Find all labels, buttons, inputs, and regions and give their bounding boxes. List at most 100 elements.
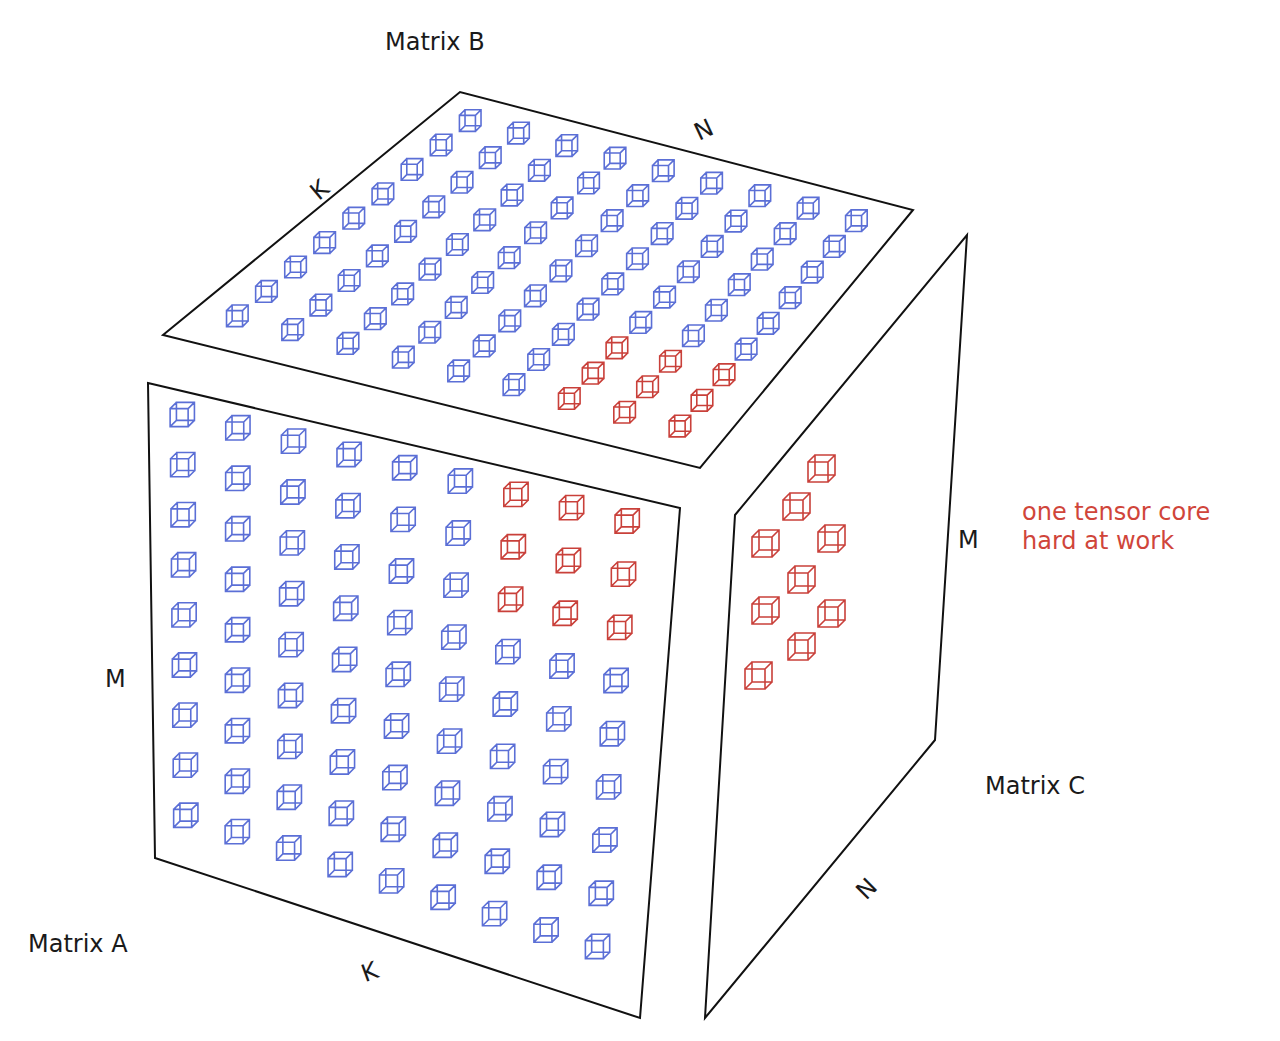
tile-cube [367,245,389,267]
tile-cube [445,297,467,319]
tile-cube [654,286,676,308]
axis-label: M [105,665,126,694]
tile-cube [488,797,512,821]
tile-cube [651,223,673,245]
tile-cube [589,881,613,905]
tile-cube [225,668,249,692]
tile-cube [280,582,304,606]
tile-cube [582,362,604,384]
tile-cube [498,587,522,611]
axis-label: M [958,526,979,555]
tile-cube [172,603,196,627]
tile-cube [627,185,649,207]
tile-cube [501,535,525,559]
tile-cube [225,769,249,793]
tile-cube [745,662,772,689]
tile-cube [540,812,564,836]
tile-cube [256,281,278,303]
tile-cube [310,294,332,316]
tile-cube [226,517,250,541]
tile-cube [338,270,360,292]
tile-cube [496,639,520,663]
tile-cube [485,849,509,873]
tile-cube [171,553,195,577]
tile-cube [556,548,580,572]
tile-cube [335,545,359,569]
tile-cube [389,559,413,583]
tile-cube [171,452,195,476]
tile-cube [172,653,196,677]
tile-cube [550,260,572,282]
tile-cube [285,256,307,278]
tile-cube [528,349,550,371]
tile-cube [384,714,408,738]
tile-cube [701,172,723,194]
tile-cube [779,287,801,309]
tile-cube [614,401,636,423]
tile-cube [314,232,336,254]
tile-cube [391,507,415,531]
tile-cube [501,184,523,206]
tile-cube [504,482,528,506]
tile-cube [508,122,530,144]
tile-cube [328,852,352,876]
tile-cube [576,235,598,257]
tile-cube [752,530,779,557]
tile-cube [797,197,819,219]
tile-cube [550,654,574,678]
tile-cube [386,662,410,686]
tile-cube [537,865,561,889]
tile-cube [225,719,249,743]
tile-cube [757,313,779,335]
axis-label: K [305,174,336,206]
tile-cube [170,402,194,426]
tile-cube [691,390,713,412]
tile-cube [683,325,705,347]
axis-label: N [690,114,718,148]
tile-cube [173,703,197,727]
tile-cube [372,183,394,205]
tile-cube [525,285,547,307]
tile-cube [279,632,303,656]
tile-cube [601,210,623,232]
tile-cube [534,918,558,942]
tile-cube [393,456,417,480]
tile-cube [447,234,469,256]
tile-cube [419,258,441,280]
tile-cube [278,683,302,707]
tile-cube [430,134,452,156]
tile-cube [433,833,457,857]
tile-cube [336,494,360,518]
tile-cube [174,803,198,827]
tile-cube [818,525,845,552]
tile-cube [752,597,779,624]
tile-cube [751,248,773,270]
tile-cube [392,283,414,305]
tile-cube [435,781,459,805]
axis-label: N [850,873,883,906]
tile-cube [343,207,365,229]
tile-cube [277,785,301,809]
tile-cube [226,466,250,490]
tile-cube [381,817,405,841]
tile-cube [556,135,578,157]
tile-cube [365,308,387,330]
tile-cube [334,596,358,620]
tile-cube [419,321,441,343]
tile-cube [600,722,624,746]
tile-cube [553,324,575,346]
axis-label: Matrix A [28,930,128,959]
tile-cube [388,611,412,635]
tile-cube [669,415,691,437]
tile-cube [490,744,514,768]
tile-cube [482,901,506,925]
tile-cube [277,836,301,860]
callout-note: one tensor core hard at work [1022,498,1267,556]
tile-cube [706,299,728,321]
tile-cube [783,493,810,520]
tile-cube [171,503,195,527]
tile-cube [499,310,521,332]
tile-cube [333,647,357,671]
tile-cubes [170,110,867,959]
tile-cube [442,625,466,649]
